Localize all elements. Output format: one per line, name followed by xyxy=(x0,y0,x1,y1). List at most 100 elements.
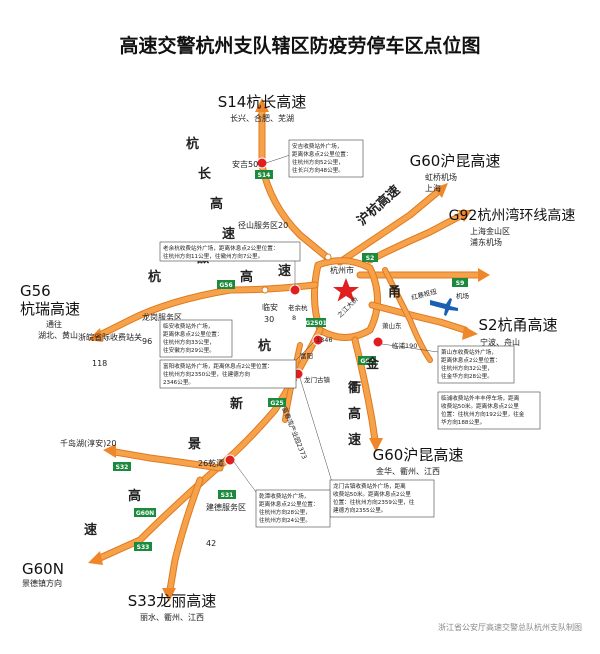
hw-g60n-sub1: 虹桥机场 xyxy=(425,172,457,182)
svg-text:往杭州方向11公里，往徽州方向7公里。: 往杭州方向11公里，往徽州方向7公里。 xyxy=(163,252,263,260)
svg-text:S14: S14 xyxy=(258,172,271,179)
rc-huihui-1: 杭 xyxy=(148,269,161,285)
hw-g60s-name: G60沪昆高速 xyxy=(373,446,464,464)
hw-g60n-sub2: 上海 xyxy=(425,183,441,193)
place-hongwu: 红暴枢纽 xyxy=(410,286,438,302)
place-jiande-num: 42 xyxy=(206,539,216,548)
place-linan-num: 30 xyxy=(264,315,274,324)
rc-hangchang-2: 长 xyxy=(198,166,212,182)
shields: S14 S2 G56 G2501 S9 G60 G25 S32 xyxy=(113,170,468,551)
svg-text:位置：往杭州方向2359公里，往: 位置：往杭州方向2359公里，往 xyxy=(333,498,415,506)
station-laoyu[interactable] xyxy=(289,284,301,296)
svg-text:华方向188公里。: 华方向188公里。 xyxy=(441,418,485,426)
station-xiaoshan[interactable] xyxy=(372,336,384,348)
rc-xinjing-2: 新 xyxy=(230,396,243,412)
svg-text:建德方向2355公里。: 建德方向2355公里。 xyxy=(333,506,386,514)
place-airport: 机场 xyxy=(456,291,470,300)
callout-fuyang: 富阳收费站外广场，距离休息点2公里位置： 往杭州方向2350公里，往建德方向 2… xyxy=(159,341,315,389)
callout-linan: 临安收费站外广场， 距离休息点2公里位置： 往杭州方向33公里， 往安徽方向29… xyxy=(159,319,233,358)
svg-text:位置：往杭州方向192公里，往金: 位置：往杭州方向192公里，往金 xyxy=(441,410,525,418)
place-longmen: 龙门古镇 xyxy=(304,375,331,384)
station-anji[interactable] xyxy=(256,157,268,169)
hw-g60s-sub: 金华、衢州、江西 xyxy=(376,466,440,476)
svg-text:龙门古镇收费站外广场，距离: 龙门古镇收费站外广场，距离 xyxy=(333,482,406,490)
place-xiaoshan: 萧山东 xyxy=(382,321,402,330)
svg-text:往长兴方向48公里。: 往长兴方向48公里。 xyxy=(292,166,344,174)
callout-anji: 安吉收费站外广场， 距离休息点2公里位置： 往杭州方向52公里， 往长兴方向48… xyxy=(265,139,364,178)
hw-g56-sub2: 湖北、黄山 xyxy=(38,330,78,340)
place-laoyu: 老余杭 xyxy=(288,303,308,312)
place-hangzhou: 杭州市 xyxy=(330,265,354,275)
hw-s14-sub: 长兴、合肥、芜湖 xyxy=(230,113,294,123)
shield-s2: S2 xyxy=(362,253,378,262)
rc-huihui-4: 速 xyxy=(278,263,291,279)
shield-g60: G60 xyxy=(358,356,376,365)
svg-text:往杭州方向2350公里，往建德方向: 往杭州方向2350公里，往建德方向 xyxy=(163,370,250,378)
svg-text:收费站50米。距离休息点2公里: 收费站50米。距离休息点2公里 xyxy=(333,490,411,498)
hw-s33-name: S33龙丽高速 xyxy=(128,592,217,610)
road-arrows xyxy=(88,98,490,602)
svg-text:往杭州方向24公里。: 往杭州方向24公里。 xyxy=(259,516,311,524)
hw-g92-sub1: 上海金山区 xyxy=(470,226,510,236)
svg-text:G56: G56 xyxy=(219,282,232,289)
svg-text:S9: S9 xyxy=(456,280,465,287)
shield-s33: S33 xyxy=(134,542,152,551)
svg-text:S31: S31 xyxy=(221,492,234,499)
station-fuyang[interactable] xyxy=(312,334,324,346)
hw-g92-name: G92杭州湾环线高速 xyxy=(449,207,576,224)
svg-text:S33: S33 xyxy=(137,544,150,551)
hw-g56-name1: G56 xyxy=(20,282,51,300)
rc-huihui-3: 高 xyxy=(240,269,253,285)
rc-hangyong: 甬 xyxy=(388,285,401,300)
place-qiantan: 26乾潭 xyxy=(198,458,224,468)
svg-text:往安徽方向29公里。: 往安徽方向29公里。 xyxy=(163,346,215,354)
hw-s33-sub: 丽水、衢州、江西 xyxy=(140,612,204,622)
hw-g56-sub1: 通往 xyxy=(46,319,62,329)
svg-text:距离休息点2公里位置：: 距离休息点2公里位置： xyxy=(259,500,319,508)
callout-linpu: 临浦收费站外丰丰停车场，距离 收费站50米。距离休息点2公里 位置：往杭州方向1… xyxy=(437,391,541,430)
shield-g2501: G2501 xyxy=(305,318,327,327)
place-jingshan: 径山服务区20 xyxy=(238,220,288,230)
place-longgang-num: 96 xyxy=(142,337,152,346)
place-linpu: 临浦190 xyxy=(392,341,417,350)
rc-jingsu-1: 高 xyxy=(128,488,141,504)
svg-text:老余杭收费站外广场，距离休息点2公里位置：: 老余杭收费站外广场，距离休息点2公里位置： xyxy=(163,244,278,252)
place-jiande: 建德服务区 xyxy=(206,502,246,512)
shield-s31: S31 xyxy=(218,490,236,499)
svg-text:距离休息点2公里位置：: 距离休息点2公里位置： xyxy=(292,150,352,158)
svg-text:乾潭收费站外广场，: 乾潭收费站外广场， xyxy=(259,492,309,500)
hangzhou-star-icon xyxy=(333,278,359,302)
hw-s2-sub: 宁波、舟山 xyxy=(480,337,520,347)
hw-s14-name: S14杭长高速 xyxy=(218,93,307,111)
station-linan[interactable] xyxy=(261,286,269,294)
svg-text:萧山东收费站外广场，: 萧山东收费站外广场， xyxy=(441,348,497,356)
highway-names: S14杭长高速 长兴、合肥、芜湖 G60沪昆高速 虹桥机场 上海 G92杭州湾环… xyxy=(20,93,575,622)
place-zheshanling-num: 118 xyxy=(92,359,107,368)
hw-g60n-jd-name: G60N xyxy=(22,560,64,578)
svg-text:安吉收费站外广场，: 安吉收费站外广场， xyxy=(292,142,342,150)
rc-jinqu-3: 高 xyxy=(348,406,361,422)
station-jingshan[interactable] xyxy=(324,253,332,261)
shield-g56: G56 xyxy=(217,280,235,289)
svg-text:距离休息点2公里位置：: 距离休息点2公里位置： xyxy=(441,356,501,364)
map-credit: 浙江省公安厅高速交警总队杭州支队制图 xyxy=(438,622,582,632)
shield-g25: G25 xyxy=(268,398,286,407)
place-laoyu-num: 8 xyxy=(292,314,296,322)
rc-hangchang-3: 高 xyxy=(210,196,223,212)
rc-jinqu-1: 金 xyxy=(365,356,380,372)
place-fuyang: 富阳 xyxy=(300,351,313,360)
map-title: 高速交警杭州支队辖区防疫劳停车区点位图 xyxy=(119,34,480,57)
svg-text:G2501: G2501 xyxy=(305,320,327,327)
rc-jinqu-4: 速 xyxy=(348,432,361,448)
svg-text:G25: G25 xyxy=(270,400,283,407)
place-anji: 安吉50 xyxy=(232,159,258,169)
hw-s2-name: S2杭甬高速 xyxy=(478,316,557,334)
svg-text:G60N: G60N xyxy=(136,510,154,517)
place-linan: 临安 xyxy=(262,302,278,312)
rc-jinqu-2: 衢 xyxy=(348,380,361,396)
hw-g60n-name: G60沪昆高速 xyxy=(410,152,501,170)
hw-g60n-jd-sub: 景德镇方向 xyxy=(22,578,62,588)
shield-s14: S14 xyxy=(255,170,273,179)
station-qiantan[interactable] xyxy=(224,454,236,466)
